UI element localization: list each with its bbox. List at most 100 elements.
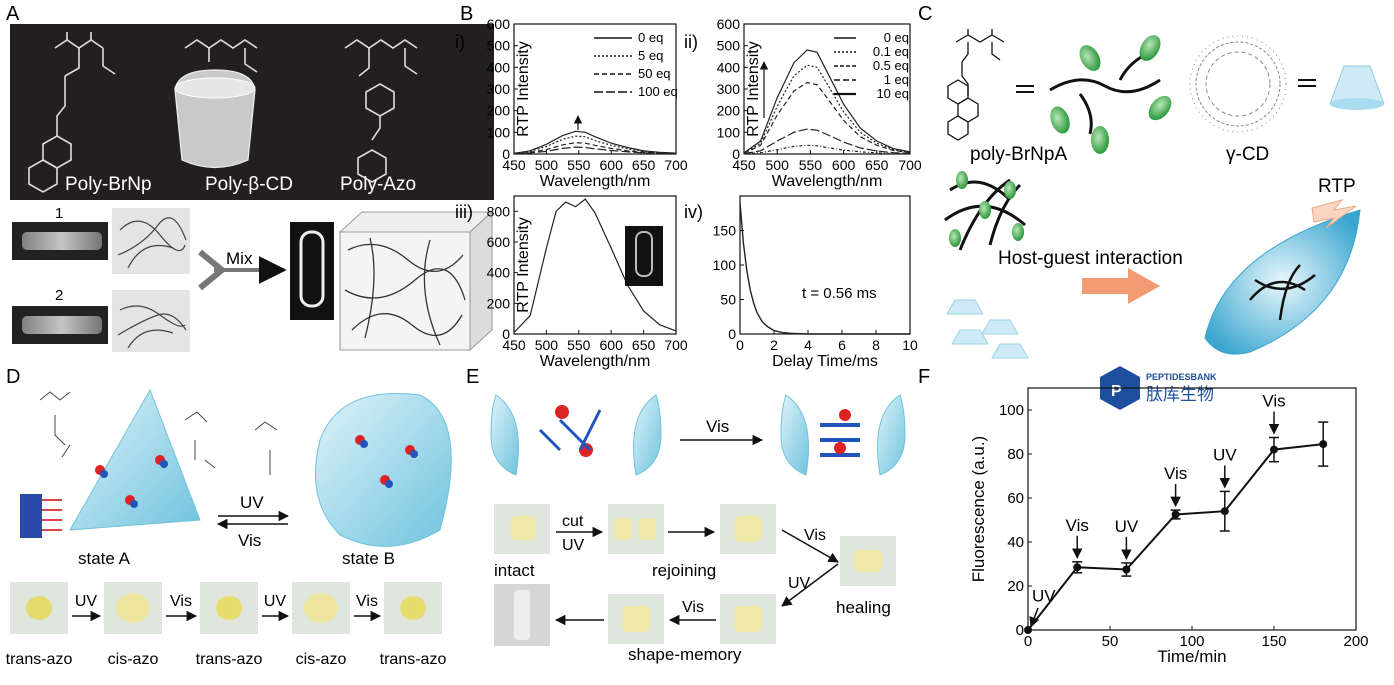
legend-b-ii: 0 eq 0.1 eq 0.5 eq 1 eq 10 eq [834, 30, 909, 101]
sub-label-ii: ii) [684, 32, 698, 52]
y-axis-label: RTP Intensity [515, 41, 532, 136]
x-axis-label: Delay Time/ms [772, 353, 878, 370]
legend-b-i-3: 100 eq [638, 84, 678, 99]
y-tick-label: 200 [487, 295, 511, 311]
gel-vial-photo [290, 222, 334, 320]
y-tick-label: 400 [717, 59, 741, 75]
y-tick-label: 50 [720, 292, 736, 308]
state-a-label: state A [78, 549, 131, 568]
x-tick-label: 150 [1261, 633, 1286, 650]
series-line-3 [513, 146, 677, 155]
lifetime-label: t = 0.56 ms [802, 285, 877, 302]
panel-letter-d: D [6, 366, 20, 388]
series-line-0 [743, 49, 911, 154]
droplet-network [1249, 264, 1316, 321]
e-before [490, 394, 662, 476]
series-line-0 [513, 130, 677, 154]
logo-mark-icon: P [1111, 383, 1122, 400]
annotation-label: Vis [1164, 464, 1187, 483]
data-point [1270, 445, 1278, 454]
label-poly-brnp: Poly-BrNp [65, 174, 152, 195]
network-cartoon [944, 171, 1026, 251]
shape-memory-label: shape-memory [628, 645, 742, 664]
e-after [780, 394, 906, 476]
gel-sample [304, 593, 338, 623]
gel-sample [216, 596, 242, 620]
y-tick-label: 500 [487, 38, 511, 54]
y-tick-label: 400 [487, 265, 511, 281]
x-tick-label: 0 [736, 337, 744, 353]
x-tick-label: 450 [502, 157, 526, 173]
x-tick-label: 200 [1343, 633, 1368, 650]
vial-2-label: 2 [55, 287, 63, 304]
host-guest-label: Host-guest interaction [998, 248, 1183, 269]
uv-label-d: UV [240, 493, 264, 512]
x-tick-label: 500 [766, 157, 790, 173]
legend-b-ii-3: 1 eq [884, 72, 909, 87]
mix-label: Mix [226, 249, 253, 268]
azo-state-label: cis-azo [108, 651, 159, 668]
e-photo-healing [840, 536, 896, 586]
data-point [1122, 565, 1131, 574]
annotation-label: UV [1032, 586, 1056, 605]
state-b-gel [315, 392, 452, 547]
state-b-label: state B [342, 549, 395, 568]
logo-cn: 肽库生物 [1146, 385, 1214, 404]
x-tick-label: 4 [804, 337, 812, 353]
e-photo-cut [608, 504, 664, 554]
data-point [1319, 440, 1328, 449]
to-healing-arrow [781, 529, 839, 563]
rtp-label: RTP [1318, 176, 1356, 197]
e-photo-shape [720, 594, 776, 644]
x-tick-label: 700 [664, 157, 688, 173]
x-tick-label: 8 [872, 337, 880, 353]
y-tick-label: 80 [1007, 446, 1024, 463]
x-tick-label: 700 [664, 337, 688, 353]
panel-letter-b: B [460, 3, 473, 25]
series-line-3 [743, 128, 911, 155]
y-tick-label: 300 [487, 81, 511, 97]
gel-sample [400, 596, 426, 620]
gel-sample [116, 593, 150, 623]
gel-sample [26, 596, 52, 620]
series-line-1 [743, 64, 911, 154]
azo-state-label: trans-azo [380, 651, 447, 668]
annotation-label: Vis [1262, 392, 1285, 411]
x-tick-label: 550 [799, 157, 823, 173]
series-line-0 [513, 198, 677, 333]
x-tick-label: 50 [1102, 633, 1119, 650]
x-tick-label: 650 [632, 157, 656, 173]
cut-label: cut [562, 513, 584, 530]
host-guest-arrow [1082, 268, 1160, 304]
gel-cube [338, 210, 494, 352]
data-point [1024, 626, 1032, 634]
x-tick-label: 550 [567, 337, 591, 353]
seq-arrow-label: UV [75, 593, 98, 610]
y-tick-label: 150 [713, 223, 737, 239]
seq-arrow-label: UV [264, 593, 287, 610]
chem-structures [28, 32, 418, 193]
y-tick-label: 100 [487, 124, 511, 140]
y-tick-label: 0 [502, 326, 510, 342]
network-1-thumb [112, 208, 190, 274]
plot-frame [739, 195, 911, 335]
y-tick-label: 0 [728, 326, 736, 342]
azo-state-label: trans-azo [6, 651, 73, 668]
vial-1-label: 1 [55, 205, 63, 222]
y-tick-label: 600 [487, 16, 511, 32]
network-2-thumb [112, 290, 190, 352]
equals-2 [1298, 79, 1316, 87]
series-line-2 [743, 81, 911, 154]
e-photo-shape-2 [608, 594, 664, 644]
label-poly-brnpa: poly-BrNpA [970, 144, 1067, 165]
series-line-0 [739, 202, 910, 335]
y-tick-label: 100 [713, 257, 737, 273]
uv-label-e: UV [562, 537, 585, 554]
x-tick-label: 600 [600, 157, 624, 173]
legend-b-i-1: 5 eq [638, 48, 663, 63]
sub-label-iv: iv) [684, 202, 703, 222]
from-healing-arrow [781, 563, 839, 607]
